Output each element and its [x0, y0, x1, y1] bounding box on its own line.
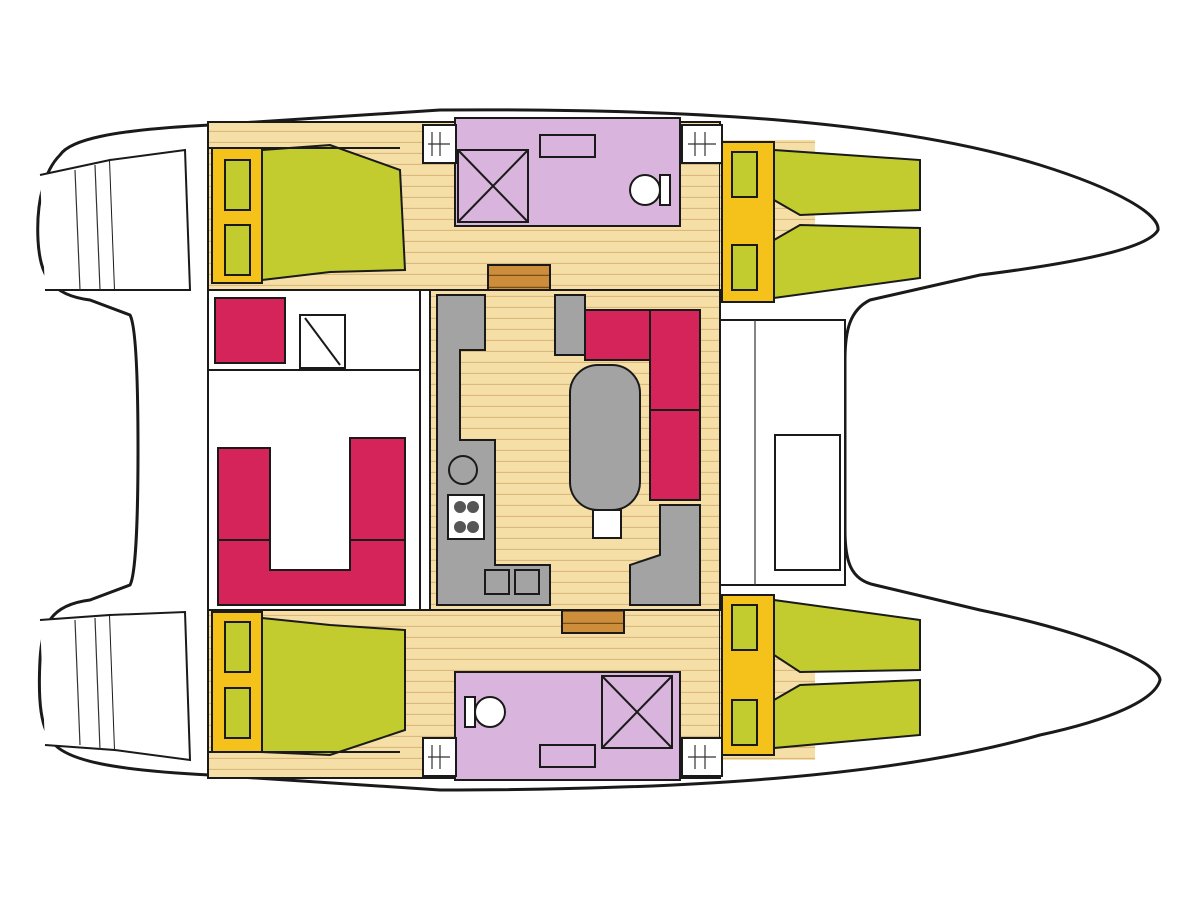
toilet [629, 174, 661, 206]
sink [539, 134, 596, 158]
berth-stbd-fwd [773, 598, 921, 674]
berth-port-fwd [773, 148, 921, 217]
berth-stbd-fwd-2 [773, 678, 921, 750]
locker [731, 151, 758, 198]
locker [224, 159, 251, 211]
stbd-counter [629, 504, 701, 606]
locker [224, 224, 251, 276]
berth-port-aft [261, 143, 407, 282]
locker [731, 699, 758, 746]
cooktop [447, 494, 485, 540]
cabin-stbd-fwd [721, 594, 921, 756]
nav-counter [554, 294, 586, 356]
galley-sink-round [448, 455, 478, 485]
toilet [474, 696, 506, 728]
stern-stbd [39, 610, 192, 762]
berth-port-fwd-2 [773, 223, 921, 300]
locker [731, 244, 758, 291]
galley-sink [514, 569, 540, 595]
cabin-port-fwd [721, 141, 921, 303]
cabin-port-aft [208, 143, 407, 284]
sink [539, 744, 596, 768]
locker [224, 621, 251, 673]
locker [224, 687, 251, 739]
saloon-settee [584, 309, 701, 501]
cockpit-seat [214, 297, 286, 364]
head-stbd [454, 671, 681, 781]
cabin-stbd-aft [208, 611, 406, 757]
berth-stbd-aft [261, 616, 406, 757]
table-pedestal [592, 509, 622, 539]
window-markers [422, 124, 723, 777]
forward-locker [774, 434, 841, 571]
locker [731, 604, 758, 651]
cockpit-settee [217, 437, 406, 606]
saloon-table [569, 364, 641, 511]
head-port [454, 117, 681, 227]
galley-sink [484, 569, 510, 595]
stern-port [39, 148, 192, 291]
